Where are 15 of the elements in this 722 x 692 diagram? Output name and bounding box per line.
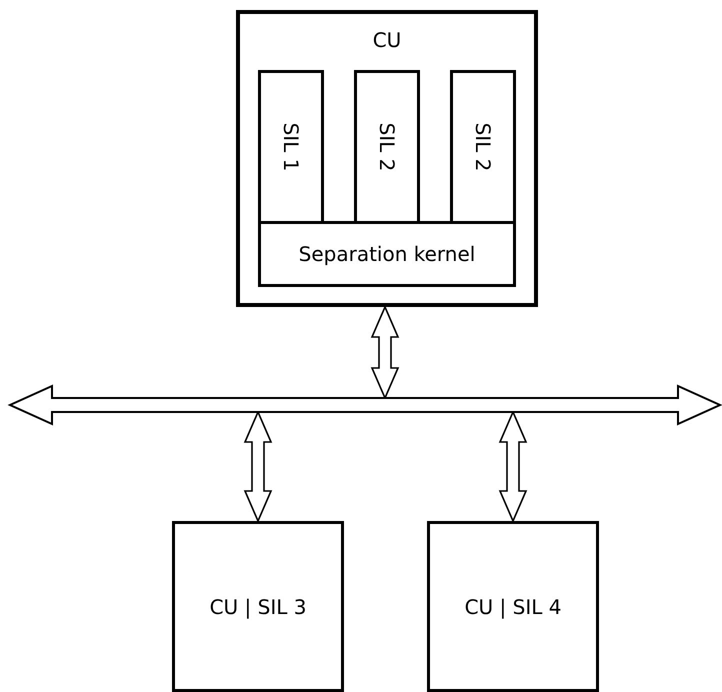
partition-box — [450, 70, 516, 224]
node-label: CU | SIL 4 — [464, 594, 562, 618]
node-label: SIL 2 — [375, 122, 399, 172]
node-label: SIL 1 — [279, 122, 303, 172]
node-label: CU | SIL 3 — [210, 594, 306, 618]
node-label: CU — [372, 28, 402, 52]
unit-box — [427, 521, 599, 692]
node-label: SIL 2 — [471, 122, 495, 172]
node-label: Separation kernel — [298, 242, 476, 266]
unit-box — [172, 521, 344, 692]
unit-box — [236, 10, 538, 307]
bus-arrow — [8, 385, 722, 425]
kernel-box — [258, 221, 516, 287]
partition-box — [354, 70, 420, 224]
partition-box — [258, 70, 324, 224]
